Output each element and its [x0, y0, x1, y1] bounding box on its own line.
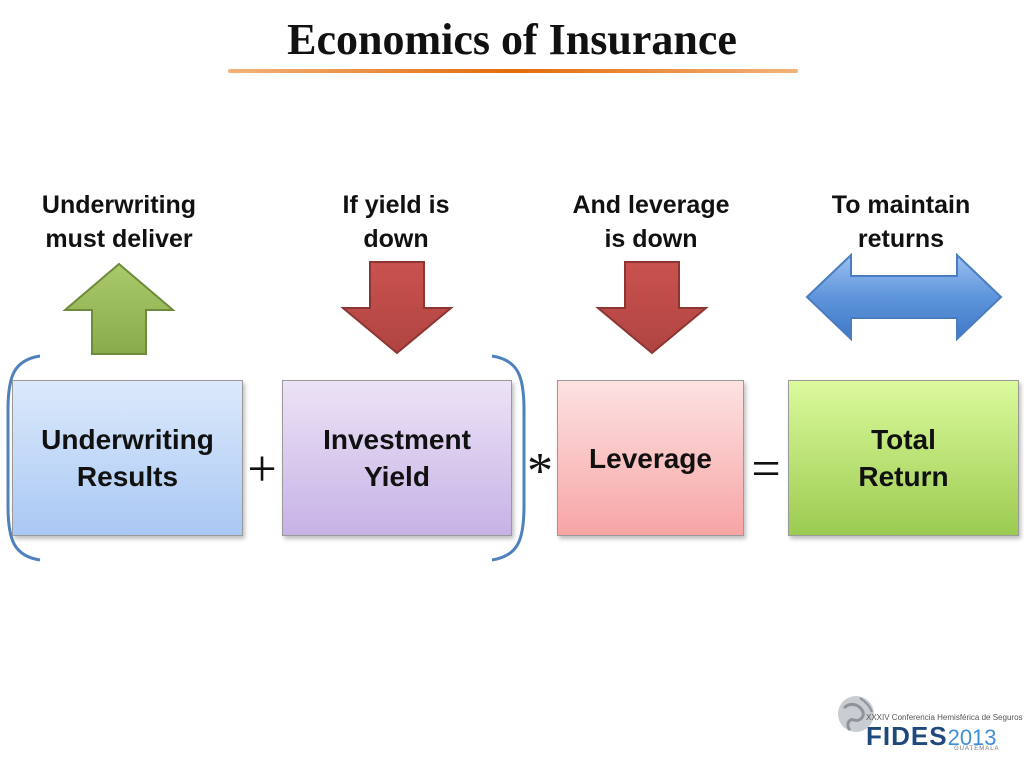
box-label: Results — [76, 461, 179, 492]
box-label: Total — [871, 424, 936, 455]
box-underwriting-results: Underwriting Results — [12, 380, 243, 536]
plus-operator: + — [247, 441, 277, 498]
logo-year: 2013 — [947, 725, 997, 750]
logo-brand: FIDES — [866, 721, 948, 751]
box-label: Underwriting — [41, 424, 214, 455]
box-label: Investment — [323, 424, 471, 455]
caption-line: is down — [604, 225, 698, 253]
box-leverage: Leverage — [557, 380, 744, 536]
box-total-return: Total Return — [788, 380, 1019, 536]
box-label: Yield — [364, 461, 430, 492]
down-arrow-icon — [340, 261, 454, 355]
page-title: Economics of Insurance — [287, 15, 737, 64]
globe-icon — [838, 696, 874, 732]
double-arrow-icon — [805, 252, 1003, 342]
up-arrow-icon — [62, 262, 176, 355]
down-arrow-icon — [595, 261, 709, 355]
logo-subtitle: XXXIV Conferencia Hemisférica de Seguros — [866, 713, 1023, 722]
equals-operator: = — [751, 441, 781, 498]
caption-line: must deliver — [45, 225, 193, 253]
caption-line: down — [363, 225, 429, 253]
caption-line: If yield is — [342, 191, 450, 219]
logo-wordmark: FIDES2013 — [866, 721, 997, 752]
logo-place: GUATEMALA — [954, 746, 1000, 752]
caption-line: To maintain — [831, 191, 971, 219]
grouping-bracket — [6, 354, 526, 562]
box-investment-yield: Investment Yield — [282, 380, 512, 536]
caption-returns: To maintain returns — [801, 188, 1001, 256]
caption-line: And leverage — [572, 191, 730, 219]
title-underline — [228, 69, 798, 73]
box-label: Leverage — [589, 442, 712, 474]
caption-yield: If yield is down — [296, 188, 496, 256]
caption-leverage: And leverage is down — [551, 188, 751, 256]
caption-line: Underwriting — [41, 191, 197, 219]
box-label: Return — [858, 461, 949, 492]
caption-line: returns — [857, 225, 945, 253]
times-operator: * — [527, 443, 553, 500]
caption-underwriting: Underwriting must deliver — [19, 188, 219, 256]
fides-logo: XXXIV Conferencia Hemisférica de Seguros… — [836, 688, 1023, 754]
